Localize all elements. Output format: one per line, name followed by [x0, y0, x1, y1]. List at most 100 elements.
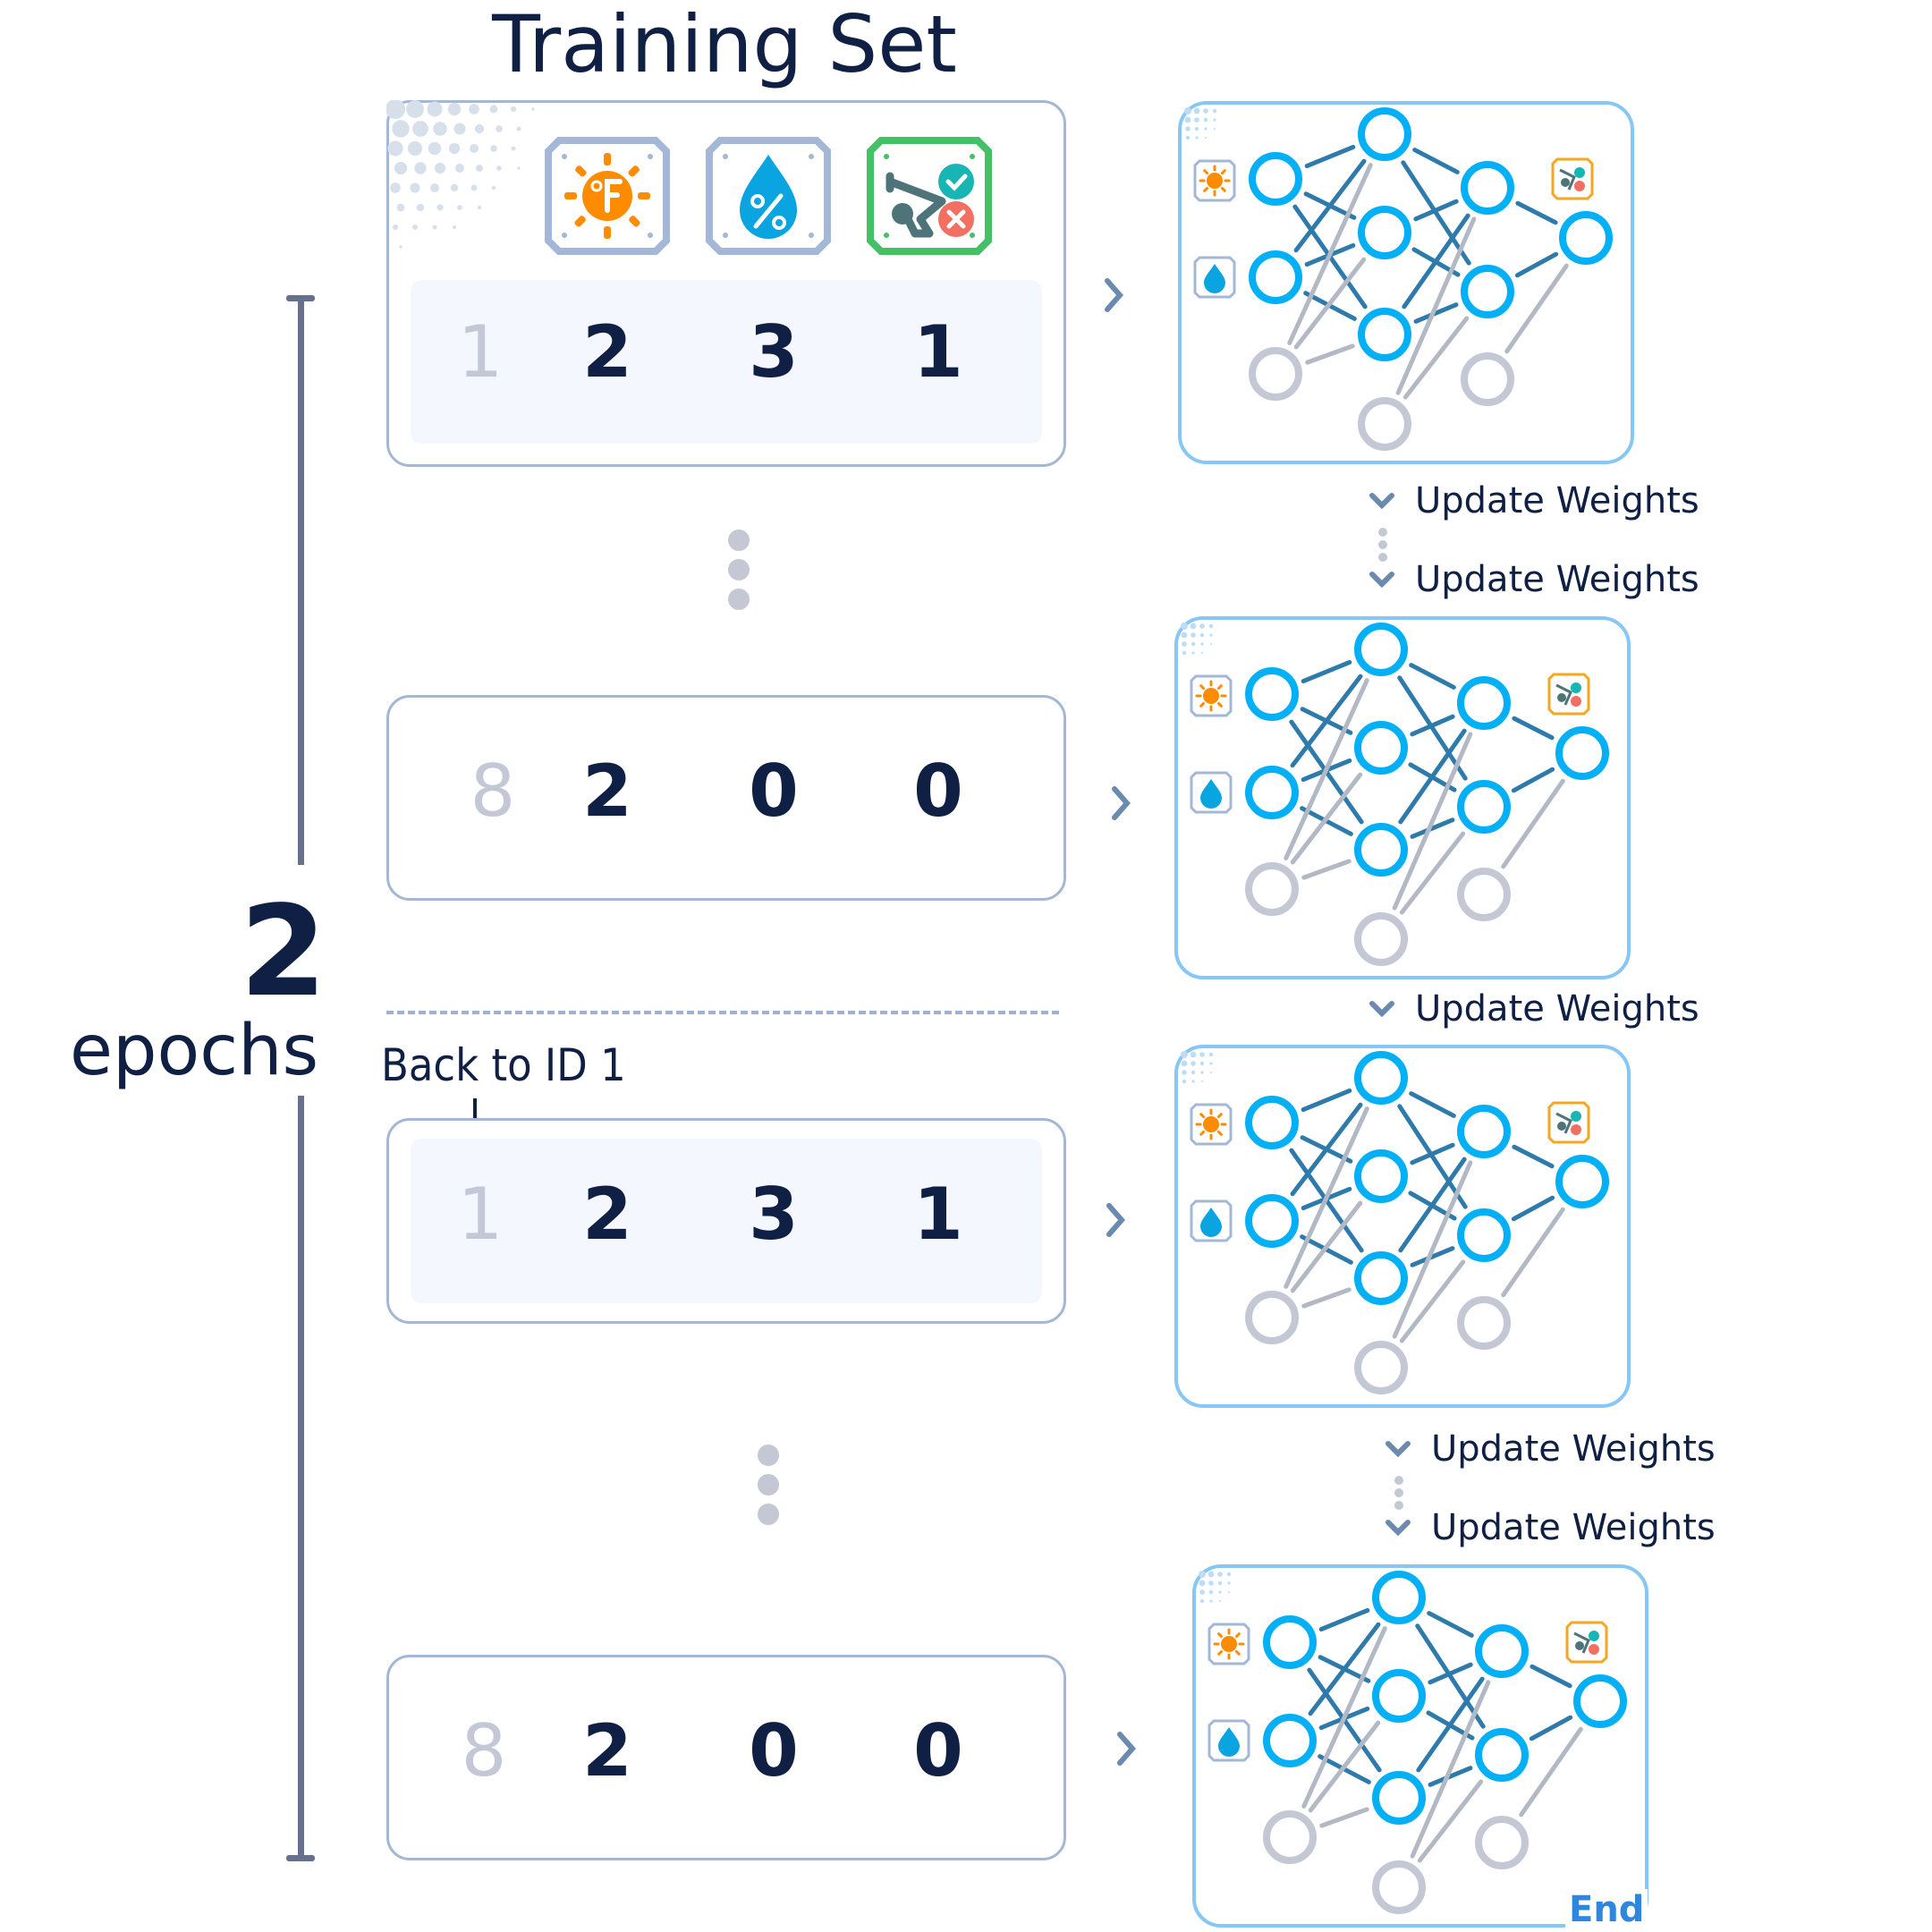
weight-edge — [1398, 728, 1467, 825]
chevron-down-icon — [1369, 493, 1394, 510]
neuron-node — [1263, 1615, 1317, 1669]
weight-edge — [1412, 148, 1460, 174]
neural-network-2 — [1174, 616, 1631, 979]
neuron-node — [1555, 726, 1609, 780]
halftone-dot — [1203, 117, 1208, 123]
halftone-dot — [1191, 1070, 1196, 1075]
halftone-dot — [1194, 117, 1199, 123]
neuron-node — [1461, 161, 1514, 215]
halftone-dot — [1199, 1061, 1205, 1066]
neuron-node — [1354, 1251, 1408, 1305]
bias-edge — [1290, 772, 1363, 865]
halftone-dot — [1208, 1571, 1215, 1578]
neuron-node — [1263, 1714, 1317, 1767]
neuron-node — [1457, 1105, 1511, 1158]
halftone-dot — [1213, 118, 1216, 122]
halftone-dot — [1194, 126, 1199, 131]
weight-edge — [1410, 714, 1455, 737]
bias-edge — [1501, 1207, 1565, 1298]
halftone-dot — [1199, 1598, 1205, 1604]
bias-node — [1354, 912, 1408, 966]
weight-edge — [1290, 1102, 1363, 1197]
humidity-value: 0 — [749, 750, 799, 833]
temperature-mini-icon — [1193, 159, 1236, 202]
neuron-node — [1358, 206, 1411, 259]
neuron-node — [1475, 1624, 1529, 1678]
temperature-mini-icon — [1208, 1623, 1250, 1665]
halftone-decoration — [386, 100, 535, 249]
halftone-dot — [1201, 652, 1203, 654]
training-sample-box-4: 8 2 0 0 — [386, 1655, 1066, 1860]
halftone-dot — [1204, 127, 1208, 131]
training-set-title: Training Set — [492, 0, 957, 90]
halftone-dot — [1208, 1052, 1214, 1057]
humidity-mini-icon — [1190, 1199, 1233, 1242]
neuron-node — [1372, 1669, 1426, 1723]
weight-edge — [1428, 1662, 1473, 1685]
halftone-dot — [1181, 1051, 1188, 1058]
halftone-dot — [1184, 107, 1191, 114]
halftone-dot — [1226, 1572, 1232, 1577]
halftone-dot — [1210, 643, 1212, 645]
halftone-dot — [1199, 623, 1205, 629]
neuron-node — [1249, 250, 1302, 304]
halftone-dot — [1212, 108, 1217, 114]
halftone-dot — [1205, 137, 1207, 139]
neuron-node — [1573, 1674, 1627, 1728]
humidity-mini-icon — [1208, 1719, 1250, 1762]
halftone-dot — [1208, 1589, 1214, 1595]
weight-edge — [1413, 302, 1459, 324]
update-weights-label: Update Weights — [1431, 1507, 1716, 1548]
update-weights-label: Update Weights — [1415, 559, 1699, 600]
bias-node — [1245, 862, 1299, 916]
halftone-dot — [1182, 1070, 1187, 1075]
play-golf-mini-icon — [1551, 157, 1594, 200]
weight-edge — [1413, 199, 1459, 222]
neuron-node — [1354, 721, 1408, 775]
weight-edge — [1318, 1607, 1370, 1632]
play-golf-mini-icon — [1565, 1621, 1608, 1664]
neuron-node — [1372, 1571, 1426, 1624]
weight-edge — [1301, 1088, 1352, 1113]
epoch-bracket-lower — [298, 1096, 304, 1859]
temperature-value: 2 — [582, 310, 632, 394]
bias-edge — [1293, 257, 1367, 350]
weight-edge — [1416, 1676, 1485, 1773]
halftone-dot — [1190, 1051, 1197, 1058]
bias-edge — [1399, 831, 1466, 915]
weight-edge — [1308, 1622, 1381, 1716]
halftone-dot — [1199, 1580, 1206, 1587]
neuron-node — [1249, 152, 1302, 206]
neuron-node — [1354, 823, 1408, 877]
bias-edge — [1392, 1160, 1473, 1339]
neuron-node — [1245, 667, 1299, 721]
end-label: End — [1565, 1889, 1648, 1930]
halftone-dot — [1191, 1061, 1196, 1066]
halftone-dot — [1217, 1572, 1223, 1577]
neural-network-1 — [1178, 101, 1634, 464]
temperature-mini-icon — [1190, 674, 1233, 717]
halftone-dot — [1191, 1080, 1195, 1083]
bias-edge — [1417, 1779, 1484, 1863]
update-weights-label: Update Weights — [1431, 1428, 1716, 1470]
weight-edge — [1409, 663, 1456, 690]
bias-edge — [1319, 1807, 1369, 1828]
halftone-dot — [1190, 623, 1197, 630]
bias-edge — [1395, 216, 1477, 395]
weight-edge — [1410, 818, 1455, 839]
halftone-dot — [1195, 136, 1199, 140]
chevron-down-icon — [1385, 1520, 1411, 1537]
halftone-dot — [1200, 642, 1204, 646]
label-value: 1 — [913, 1173, 963, 1256]
neural-network-4 — [1192, 1564, 1648, 1928]
weight-edge — [1515, 200, 1558, 225]
humidity-mini-icon — [1193, 256, 1236, 299]
neuron-node — [1358, 107, 1411, 161]
bias-edge — [1519, 1726, 1583, 1818]
bias-node — [1457, 868, 1511, 921]
neuron-node — [1457, 1208, 1511, 1262]
weight-edge — [1514, 251, 1559, 278]
halftone-dot — [1191, 641, 1196, 647]
neuron-node — [1461, 265, 1514, 318]
back-to-id-label: Back to ID 1 — [381, 1039, 626, 1091]
